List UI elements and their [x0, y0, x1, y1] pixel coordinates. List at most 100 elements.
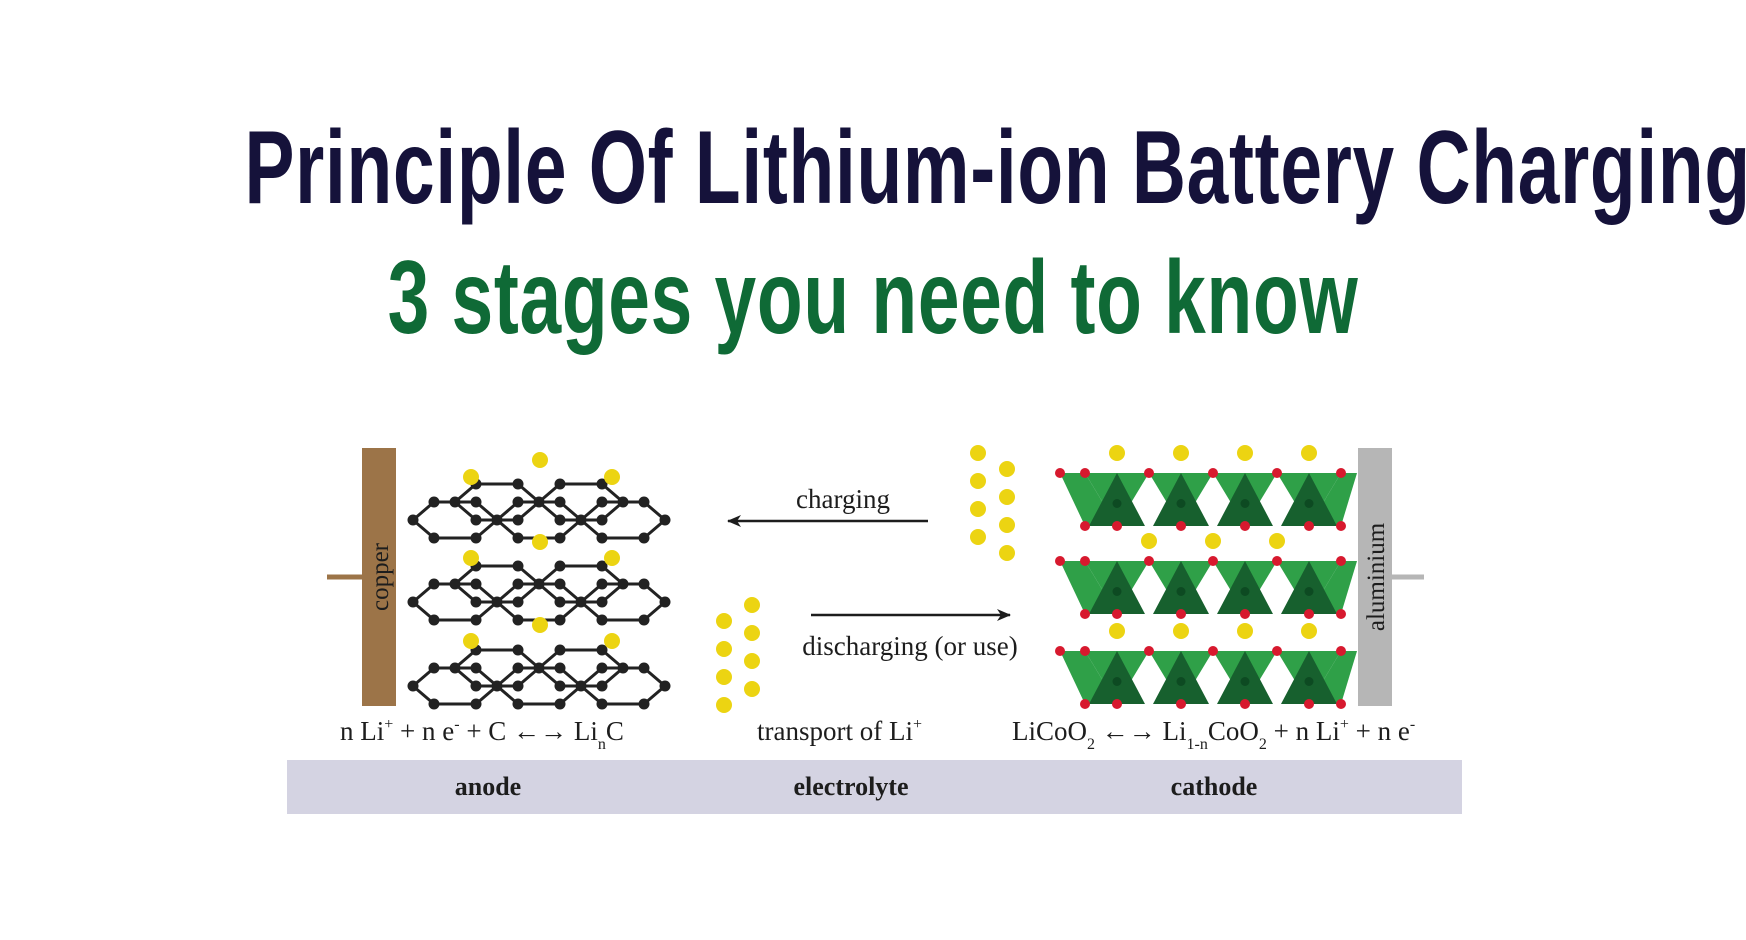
carbon-atom: [470, 698, 482, 710]
carbon-atom: [638, 578, 650, 590]
oxygen-atom: [1176, 609, 1186, 619]
lithium-ion: [1301, 445, 1317, 461]
carbon-atom: [596, 496, 608, 508]
oxygen-atom: [1208, 556, 1218, 566]
lithium-ion: [1141, 533, 1157, 549]
carbon-atom: [596, 578, 608, 590]
carbon-atom: [512, 680, 524, 692]
lithium-ion: [744, 681, 760, 697]
section-label-anode: anode: [455, 772, 521, 801]
lithium-ion: [999, 461, 1015, 477]
carbon-atom: [554, 514, 566, 526]
aluminium-label: aluminium: [1363, 522, 1390, 631]
lithium-ion: [744, 653, 760, 669]
carbon-atom: [512, 496, 524, 508]
anode-equation: n Li+ + n e- + C ←→ LinC: [340, 716, 624, 753]
carbon-atom: [596, 532, 608, 544]
oxygen-atom: [1080, 699, 1090, 709]
lithium-ion: [1173, 623, 1189, 639]
carbon-atom: [449, 578, 461, 590]
oxygen-atom: [1144, 468, 1154, 478]
cobalt-atom: [1304, 499, 1314, 508]
oxygen-atom: [1336, 556, 1346, 566]
lithium-ion: [970, 473, 986, 489]
lithium-ion: [1173, 445, 1189, 461]
oxygen-atom: [1208, 646, 1218, 656]
carbon-atom: [428, 614, 440, 626]
lithium-ion: [716, 669, 732, 685]
lithium-ion: [532, 534, 548, 550]
carbon-atom: [554, 680, 566, 692]
lithium-ion: [716, 613, 732, 629]
lithium-ion: [604, 550, 620, 566]
carbon-atom: [512, 644, 524, 656]
carbon-atom: [596, 514, 608, 526]
cobalt-atom: [1176, 499, 1186, 508]
discharging-label: discharging (or use): [802, 631, 1017, 661]
carbon-atom: [575, 680, 587, 692]
cobalt-atom: [1176, 677, 1186, 686]
carbon-atom: [512, 532, 524, 544]
carbon-atom: [554, 596, 566, 608]
oxygen-atom: [1080, 646, 1090, 656]
carbon-atom: [470, 496, 482, 508]
carbon-atom: [407, 514, 419, 526]
lithium-ion: [604, 633, 620, 649]
carbon-atom: [638, 614, 650, 626]
cobalt-atom: [1240, 587, 1250, 596]
carbon-atom: [470, 596, 482, 608]
carbon-atom: [617, 578, 629, 590]
charging-label: charging: [796, 484, 890, 514]
lithium-ion: [1109, 623, 1125, 639]
oxygen-atom: [1208, 468, 1218, 478]
lithium-ion: [970, 529, 986, 545]
cobalt-atom: [1112, 499, 1122, 508]
carbon-atom: [533, 578, 545, 590]
oxygen-atom: [1112, 609, 1122, 619]
lithium-ion: [970, 501, 986, 517]
title-line-1: Principle Of Lithium-ion Battery Chargin…: [244, 110, 1746, 226]
oxygen-atom: [1080, 609, 1090, 619]
lithium-ion: [463, 469, 479, 485]
carbon-atom: [470, 614, 482, 626]
oxygen-atom: [1304, 699, 1314, 709]
carbon-atom: [554, 532, 566, 544]
carbon-atom: [554, 662, 566, 674]
electrolyte-equation: transport of Li+: [757, 716, 922, 746]
carbon-atom: [638, 496, 650, 508]
carbon-atom: [470, 514, 482, 526]
carbon-atom: [470, 680, 482, 692]
lithium-ion: [744, 597, 760, 613]
lithium-ion: [1237, 623, 1253, 639]
carbon-atom: [407, 680, 419, 692]
carbon-atom: [512, 698, 524, 710]
carbon-atom: [512, 596, 524, 608]
lithium-ion: [463, 633, 479, 649]
carbon-atom: [617, 496, 629, 508]
oxygen-atom: [1240, 609, 1250, 619]
cobalt-atom: [1112, 677, 1122, 686]
section-bar: [287, 760, 1462, 814]
carbon-atom: [554, 478, 566, 490]
carbon-atom: [596, 644, 608, 656]
carbon-atom: [554, 614, 566, 626]
carbon-atom: [638, 698, 650, 710]
oxygen-atom: [1176, 521, 1186, 531]
cobalt-atom: [1304, 677, 1314, 686]
lithium-ion: [1205, 533, 1221, 549]
oxygen-atom: [1304, 521, 1314, 531]
carbon-atom: [428, 578, 440, 590]
carbon-atom: [659, 596, 671, 608]
carbon-atom: [533, 662, 545, 674]
lithium-ion: [532, 617, 548, 633]
cobalt-atom: [1112, 587, 1122, 596]
carbon-atom: [659, 514, 671, 526]
oxygen-atom: [1336, 521, 1346, 531]
lithium-ion: [744, 625, 760, 641]
carbon-atom: [596, 560, 608, 572]
carbon-atom: [617, 662, 629, 674]
carbon-atom: [491, 514, 503, 526]
lithium-ion: [1269, 533, 1285, 549]
carbon-atom: [470, 662, 482, 674]
aluminium-collector: [1358, 448, 1392, 706]
